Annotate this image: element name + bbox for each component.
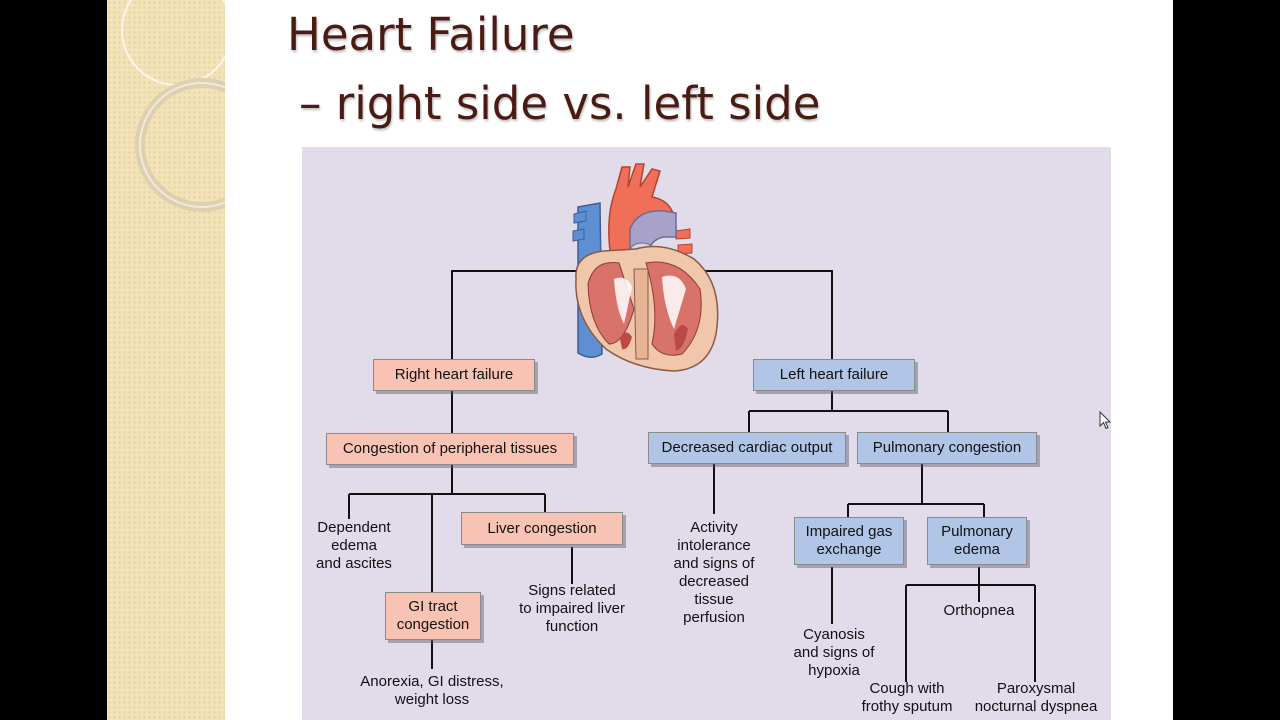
gi-signs-label: Anorexia, GI distress, weight loss	[360, 673, 504, 708]
cough-label: Cough with frothy sputum	[861, 680, 953, 715]
gi-tract-congestion-box: GI tract congestion	[385, 592, 481, 640]
slide-title: Heart Failure – right side vs. left side	[287, 0, 820, 138]
liver-congestion-box: Liver congestion	[461, 512, 623, 545]
decorative-rings	[121, 0, 269, 212]
heart-failure-diagram: Right heart failure Left heart failure C…	[302, 147, 1111, 720]
connector-lines	[348, 270, 1036, 682]
decreased-cardiac-output-box: Decreased cardiac output	[648, 432, 846, 464]
heart-anatomy-illustration	[572, 163, 719, 372]
pulmonary-congestion-box: Pulmonary congestion	[857, 432, 1037, 464]
title-line-1: Heart Failure	[287, 8, 575, 61]
cyanosis-label: Cyanosis and signs of hypoxia	[793, 626, 875, 679]
title-line-2: – right side vs. left side	[299, 77, 821, 130]
right-heart-failure-box: Right heart failure	[373, 359, 535, 391]
orthopnea-label: Orthopnea	[929, 602, 1029, 620]
decorative-side-panel	[107, 0, 269, 720]
left-heart-failure-box: Left heart failure	[753, 359, 915, 391]
dependent-edema-label: Dependent edema and ascites	[316, 519, 392, 572]
activity-intolerance-label: Activity intolerance and signs of decrea…	[673, 519, 755, 626]
impaired-gas-exchange-box: Impaired gas exchange	[794, 517, 904, 565]
congestion-peripheral-tissues-box: Congestion of peripheral tissues	[326, 433, 574, 465]
mouse-cursor-icon	[1099, 411, 1112, 430]
pnd-label: Paroxysmal nocturnal dyspnea	[974, 680, 1098, 715]
pulmonary-edema-box: Pulmonary edema	[927, 517, 1027, 565]
liver-signs-label: Signs related to impaired liver function	[519, 582, 625, 635]
